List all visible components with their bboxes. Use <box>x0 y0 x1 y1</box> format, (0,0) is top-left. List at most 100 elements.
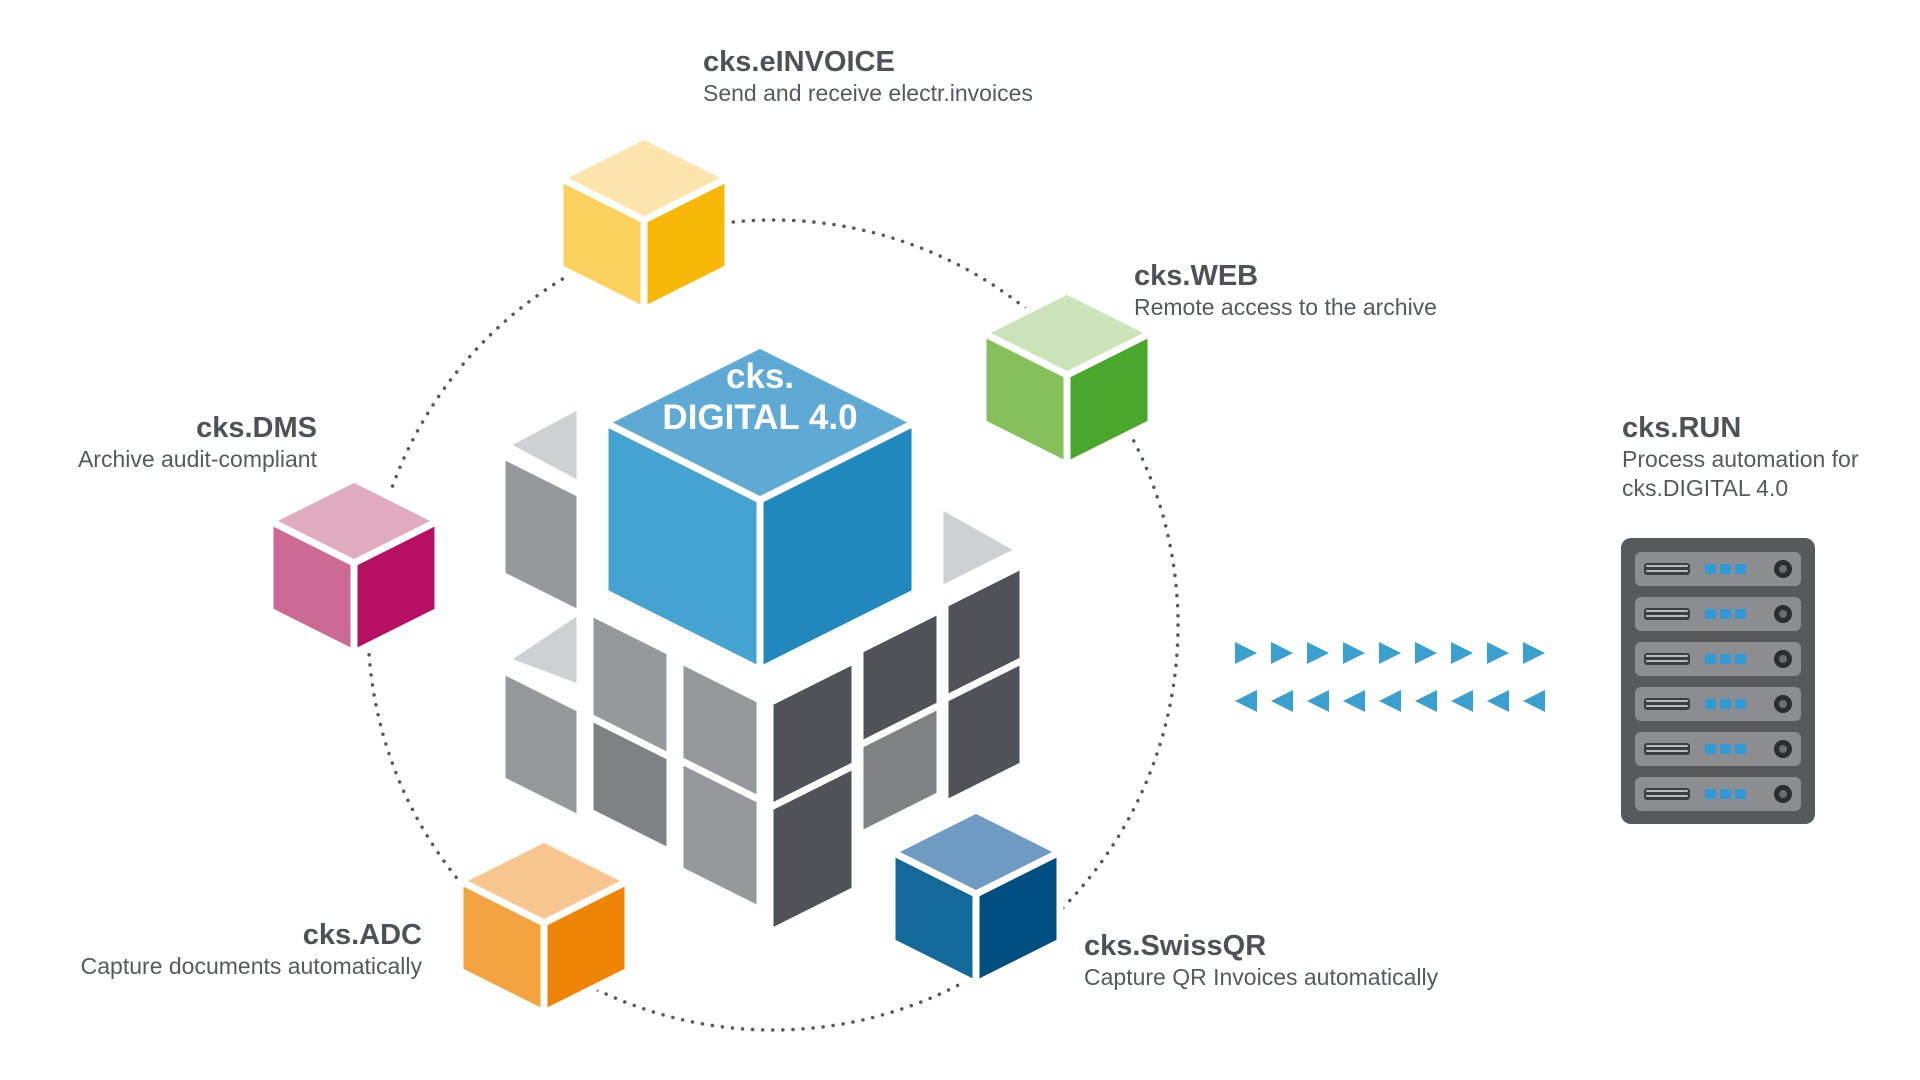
triangle-right-icon <box>1523 642 1545 664</box>
triangle-right-icon <box>1487 642 1509 664</box>
triangle-right-icon <box>1271 642 1293 664</box>
dms-label: cks.DMS Archive audit-compliant <box>78 411 317 474</box>
center-title-line2: DIGITAL 4.0 <box>662 398 857 437</box>
server-vent <box>1644 608 1690 620</box>
server-vent-line <box>1646 615 1688 617</box>
triangle-left-icon <box>1415 690 1437 712</box>
server-led <box>1720 744 1731 754</box>
server-vent-line <box>1646 610 1688 612</box>
dms-cube-right-face <box>350 517 442 657</box>
triangle-left-icon <box>1451 690 1473 712</box>
core-main-cube <box>601 341 919 674</box>
triangle-left-icon <box>1343 690 1365 712</box>
server-led <box>1705 744 1716 754</box>
server-vent-line <box>1646 660 1688 662</box>
triangle-left-icon <box>1307 690 1329 712</box>
server-vent-line <box>1646 655 1688 657</box>
swissqr-desc: Capture QR Invoices automatically <box>1084 964 1439 990</box>
run-desc-line1: Process automation for <box>1622 446 1859 472</box>
server-led <box>1735 654 1746 664</box>
adc-cube <box>456 835 632 1017</box>
triangle-right-icon <box>1307 642 1329 664</box>
server-power-button-inner <box>1779 790 1787 798</box>
server-vent <box>1644 563 1690 575</box>
server-vent <box>1644 653 1690 665</box>
triangle-right-icon <box>1451 642 1473 664</box>
server-vent <box>1644 788 1690 800</box>
server-vent <box>1644 698 1690 710</box>
triangle-right-icon <box>1343 642 1365 664</box>
triangle-right-icon <box>1235 642 1257 664</box>
server-slot <box>1635 777 1801 811</box>
swissqr-label: cks.SwissQR Capture QR Invoices automati… <box>1084 929 1438 992</box>
dms-desc: Archive audit-compliant <box>77 446 317 472</box>
core-main-cube-right-face <box>756 419 919 674</box>
server-slot <box>1635 642 1801 676</box>
server-vent-line <box>1646 705 1688 707</box>
server-led <box>1735 699 1746 709</box>
server-slot <box>1635 687 1801 721</box>
server-power-button-inner <box>1779 565 1787 573</box>
core-tri-3 <box>936 501 1024 594</box>
triangle-left-icon <box>1379 690 1401 712</box>
core-tri-1 <box>501 401 584 489</box>
core-block-12 <box>766 761 859 936</box>
triangle-right-icon <box>1379 642 1401 664</box>
core-block-10 <box>856 701 944 839</box>
einvoice-cube-right-face <box>640 174 732 314</box>
server-led <box>1720 699 1731 709</box>
server-led <box>1705 789 1716 799</box>
server-vent-line <box>1646 570 1688 572</box>
einvoice-title: cks.eINVOICE <box>703 46 895 78</box>
server-vent-line <box>1646 745 1688 747</box>
einvoice-desc: Send and receive electr.invoices <box>703 80 1033 106</box>
run-label: cks.RUN Process automation for cks.DIGIT… <box>1622 411 1859 503</box>
einvoice-label: cks.eINVOICE Send and receive electr.inv… <box>703 45 1033 108</box>
module-cubes <box>266 132 1155 1017</box>
dms-title: cks.DMS <box>196 412 317 444</box>
core-block-9 <box>941 656 1027 808</box>
server-vent-line <box>1646 565 1688 567</box>
server-led <box>1735 789 1746 799</box>
run-desc-line2: cks.DIGITAL 4.0 <box>1622 475 1789 501</box>
server-led <box>1705 699 1716 709</box>
web-cube <box>979 287 1155 469</box>
server-vent-line <box>1646 700 1688 702</box>
server-vent-line <box>1646 790 1688 792</box>
web-desc: Remote access to the archive <box>1134 294 1437 320</box>
server-slot <box>1635 597 1801 631</box>
triangle-left-icon <box>1235 690 1257 712</box>
core-block-6 <box>676 756 764 914</box>
server-led <box>1720 789 1731 799</box>
web-label: cks.WEB Remote access to the archive <box>1134 259 1437 322</box>
dms-cube <box>266 475 442 657</box>
center-title-line1: cks. <box>726 357 794 396</box>
sync-arrows <box>1235 642 1545 712</box>
server-led <box>1705 609 1716 619</box>
adc-cube-right-face <box>540 877 632 1017</box>
server-power-button-inner <box>1779 745 1787 753</box>
server-led <box>1720 609 1731 619</box>
server-led <box>1720 564 1731 574</box>
web-cube-right-face <box>1063 329 1155 469</box>
server-power-button-inner <box>1779 610 1787 618</box>
swissqr-title: cks.SwissQR <box>1084 930 1267 962</box>
core-block-2 <box>498 666 584 823</box>
core-tri-2 <box>501 606 584 692</box>
swissqr-cube <box>888 806 1064 988</box>
run-title: cks.RUN <box>1622 412 1742 444</box>
core-block-4 <box>586 713 674 856</box>
swissqr-cube-right-face <box>972 848 1064 988</box>
server-slot <box>1635 552 1801 586</box>
server-led <box>1705 654 1716 664</box>
einvoice-cube <box>556 132 732 314</box>
adc-desc: Capture documents automatically <box>80 953 422 979</box>
server-rack-icon <box>1621 538 1815 824</box>
server-led <box>1735 609 1746 619</box>
server-power-button-inner <box>1779 655 1787 663</box>
triangle-left-icon <box>1487 690 1509 712</box>
server-slot <box>1635 732 1801 766</box>
server-led <box>1735 744 1746 754</box>
core-cube-cluster <box>498 341 1027 936</box>
